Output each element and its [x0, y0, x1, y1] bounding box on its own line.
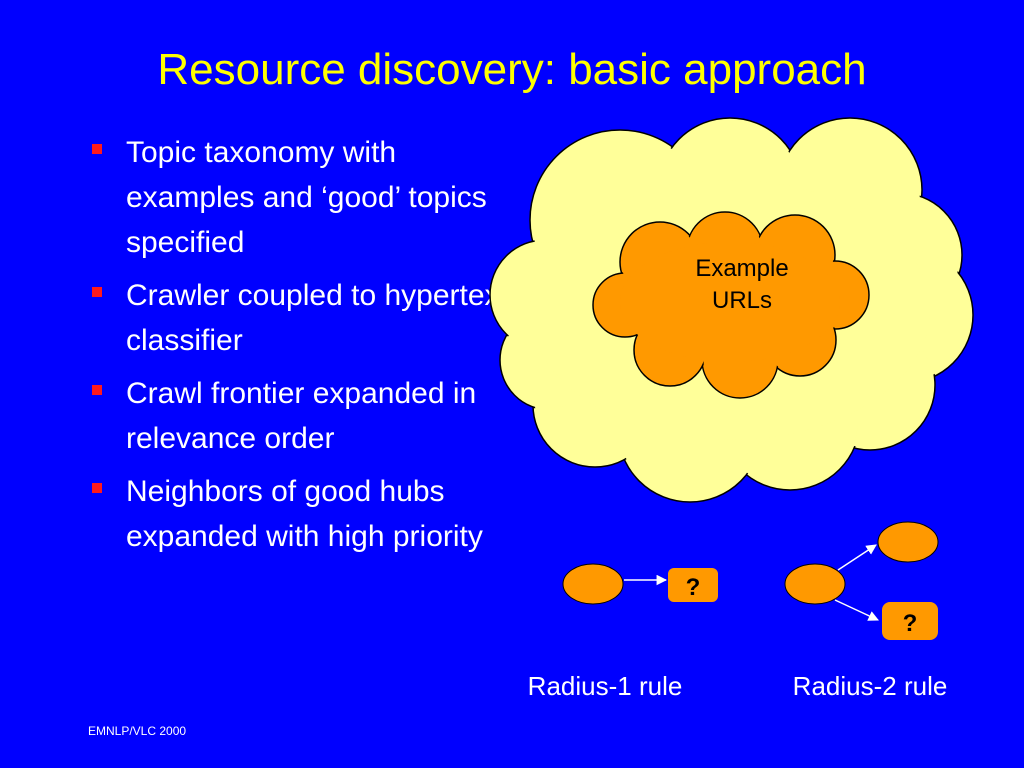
source-node	[562, 563, 624, 605]
radius-2-caption: Radius-2 rule	[793, 671, 948, 701]
arrow-icon	[834, 599, 879, 621]
inner-cloud-label-line1: Example	[695, 255, 788, 282]
source-node	[784, 563, 846, 605]
square-bullet-icon	[92, 287, 102, 297]
unknown-node-label: ?	[903, 610, 918, 637]
inner-cloud: Example URLs	[592, 211, 870, 399]
bullet-text: Crawl frontier expanded in relevance ord…	[126, 377, 477, 455]
slide-title: Resource discovery: basic approach	[157, 45, 867, 94]
bullet-text: Topic taxonomy with examples and ‘good’ …	[126, 136, 487, 259]
bullet-text: Neighbors of good hubs expanded with hig…	[126, 475, 483, 553]
footer-text: EMNLP/VLC 2000	[88, 724, 187, 738]
arrow-icon	[837, 544, 877, 571]
inner-cloud-label-line2: URLs	[712, 287, 772, 314]
bullet-item: Topic taxonomy with examples and ‘good’ …	[88, 130, 508, 265]
square-bullet-icon	[92, 144, 102, 154]
bullet-text: Crawler coupled to hypertext classifier	[126, 279, 508, 357]
radius-1-diagram: ? Radius-1 rule	[528, 563, 718, 701]
intermediate-node	[877, 521, 939, 563]
unknown-node	[668, 568, 718, 602]
radius-2-diagram: ? Radius-2 rule	[784, 521, 948, 701]
bullet-item: Crawler coupled to hypertext classifier	[88, 273, 508, 363]
unknown-node-label: ?	[686, 574, 701, 601]
square-bullet-icon	[92, 385, 102, 395]
bullet-item: Neighbors of good hubs expanded with hig…	[88, 469, 508, 559]
radius-1-caption: Radius-1 rule	[528, 671, 683, 701]
unknown-node	[882, 602, 938, 640]
bullet-list: Topic taxonomy with examples and ‘good’ …	[88, 130, 508, 567]
bullet-item: Crawl frontier expanded in relevance ord…	[88, 371, 508, 461]
square-bullet-icon	[92, 483, 102, 493]
